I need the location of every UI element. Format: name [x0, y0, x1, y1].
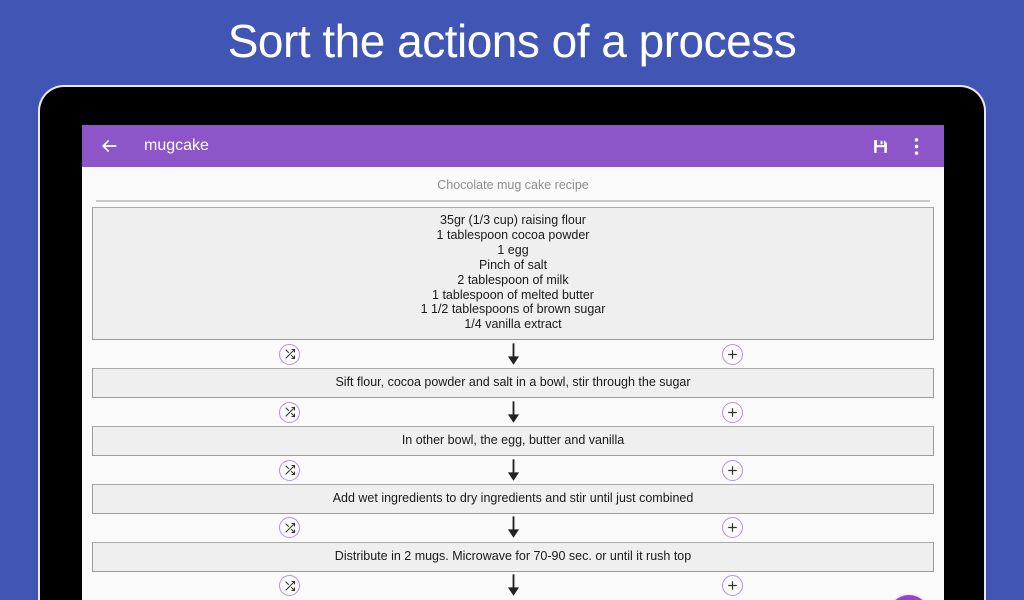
arrow-down-icon	[506, 400, 520, 424]
ingredient-line: 1 tablespoon cocoa powder	[436, 227, 590, 242]
app-bar-title: mugcake	[144, 137, 209, 154]
recipe-title: Chocolate mug cake recipe	[437, 178, 589, 192]
step-card[interactable]: Sift flour, cocoa powder and salt in a b…	[92, 368, 934, 399]
ingredient-line: 1/4 vanilla extract	[464, 317, 562, 332]
device-screen: mugcake Chocolate mug cake recipe	[82, 125, 944, 600]
step-card[interactable]: Add wet ingredients to dry ingredients a…	[92, 484, 934, 514]
shuffle-icon[interactable]	[279, 575, 300, 597]
overflow-menu-icon[interactable]	[902, 132, 930, 160]
step-card[interactable]: In other bowl, the egg, butter and vanil…	[92, 426, 934, 457]
arrow-down-icon	[506, 342, 520, 366]
step-card[interactable]: Distribute in 2 mugs. Microwave for 70-9…	[92, 541, 934, 572]
plus-icon[interactable]	[722, 575, 743, 597]
floppy-disk-save-icon[interactable]	[866, 132, 894, 160]
plus-icon[interactable]	[722, 459, 743, 481]
plus-icon[interactable]	[722, 517, 743, 539]
ingredient-line: 1 egg	[497, 242, 529, 257]
action-row	[92, 398, 934, 427]
shuffle-icon[interactable]	[279, 459, 300, 481]
arrow-left-icon[interactable]	[96, 133, 122, 159]
arrow-down-icon	[506, 458, 520, 482]
arrow-down-icon	[506, 516, 520, 540]
plus-icon[interactable]	[722, 343, 743, 365]
title-divider	[96, 200, 930, 202]
promo-headline: Sort the actions of a process	[227, 15, 797, 67]
ingredient-line: 1 tablespoon of melted butter	[432, 287, 594, 302]
shuffle-icon[interactable]	[279, 401, 300, 423]
ingredient-line: 35gr (1/3 cup) raising flour	[440, 213, 586, 227]
arrow-down-icon	[506, 574, 520, 598]
action-row	[92, 513, 934, 542]
ingredient-line: 1 1/2 tablespoons of brown sugar	[420, 302, 606, 317]
ingredient-line: Pinch of salt	[478, 257, 548, 272]
shuffle-icon[interactable]	[279, 343, 300, 365]
recipe-content: Chocolate mug cake recipe 35gr (1/3 cup)…	[82, 167, 944, 600]
action-row	[92, 456, 934, 485]
shuffle-icon[interactable]	[279, 517, 300, 539]
action-row	[92, 340, 934, 369]
tablet-device-frame: mugcake Chocolate mug cake recipe	[38, 85, 986, 600]
app-bar: mugcake	[82, 125, 944, 167]
ingredients-card[interactable]: 35gr (1/3 cup) raising flour 1 tablespoo…	[92, 207, 934, 341]
action-row	[92, 571, 934, 600]
pencil-edit-icon[interactable]	[888, 595, 930, 600]
plus-icon[interactable]	[722, 401, 743, 423]
ingredient-line: 2 tablespoon of milk	[457, 272, 569, 287]
